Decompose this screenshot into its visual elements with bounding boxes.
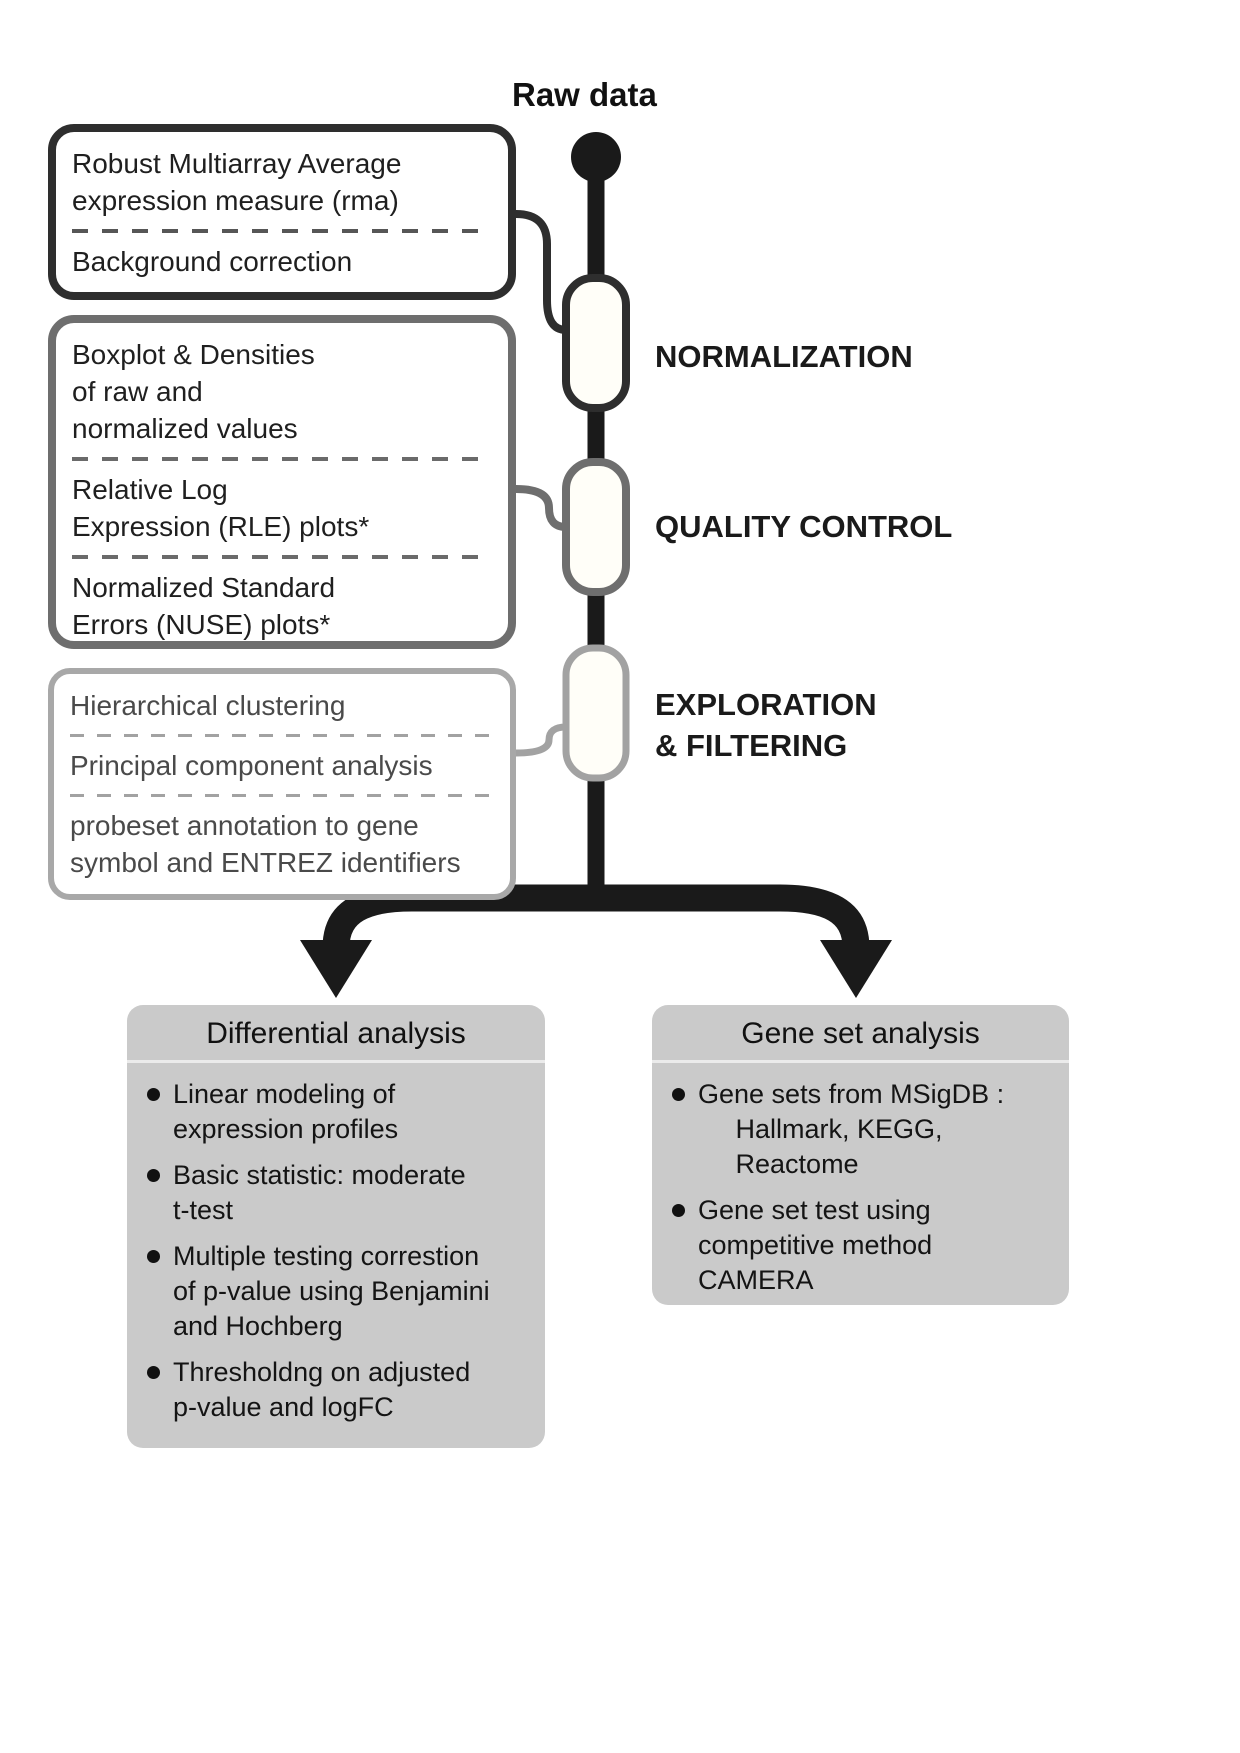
bullet-text: Gene set test using competitive method C… — [698, 1195, 933, 1295]
gene-set-analysis-box: Gene set analysis Gene sets from MSigDB … — [652, 1005, 1069, 1305]
bullet-text: Multiple testing correstion of p-value u… — [173, 1241, 490, 1341]
method-item: Relative Log Expression (RLE) plots* — [72, 474, 370, 542]
differential-analysis-box: Differential analysis Linear modeling of… — [127, 1005, 545, 1448]
method-item: Hierarchical clustering — [70, 690, 346, 721]
bullet-icon — [147, 1366, 160, 1379]
connector-normalization — [515, 210, 567, 334]
stage-label-exploration-filtering: EXPLORATION & FILTERING — [655, 687, 877, 763]
bullet-text: Gene sets from MSigDB : Hallmark, KEGG, … — [698, 1079, 1005, 1179]
method-item: Boxplot & Densities of raw and normalize… — [72, 339, 315, 444]
dashed-divider — [70, 794, 494, 797]
gene-set-analysis-list: Gene sets from MSigDB : Hallmark, KEGG, … — [652, 1063, 1069, 1298]
raw-data-label: Raw data — [512, 76, 657, 113]
bullet-text: Basic statistic: moderate t-test — [173, 1160, 466, 1225]
list-item: Linear modeling of expression profiles — [147, 1077, 531, 1147]
right-arrowhead-icon — [820, 940, 892, 998]
dashed-divider — [70, 734, 494, 737]
dashed-divider — [72, 457, 492, 461]
gene-set-analysis-title: Gene set analysis — [652, 1005, 1069, 1063]
left-arrowhead-icon — [300, 940, 372, 998]
differential-analysis-list: Linear modeling of expression profiles B… — [127, 1063, 545, 1425]
dashed-divider — [72, 555, 492, 559]
method-item: Background correction — [72, 246, 353, 277]
exploration-methods-box: Hierarchical clustering Principal compon… — [48, 668, 516, 900]
exploration-node — [562, 644, 630, 782]
normalization-methods-box: Robust Multiarray Average expression mea… — [48, 124, 516, 300]
list-item: Multiple testing correstion of p-value u… — [147, 1239, 531, 1344]
dashed-divider — [72, 229, 492, 233]
bullet-icon — [147, 1250, 160, 1263]
differential-analysis-title: Differential analysis — [127, 1005, 545, 1063]
bullet-icon — [672, 1204, 685, 1217]
method-item: Robust Multiarray Average expression mea… — [72, 148, 402, 216]
list-item: Gene sets from MSigDB : Hallmark, KEGG, … — [672, 1077, 1055, 1182]
stage-label-normalization: NORMALIZATION — [655, 339, 913, 374]
bullet-icon — [147, 1088, 160, 1101]
connector-exploration — [515, 723, 567, 757]
method-item: Normalized Standard Errors (NUSE) plots* — [72, 572, 336, 640]
branch-line — [322, 884, 870, 949]
stage-label-quality-control: QUALITY CONTROL — [655, 509, 953, 544]
quality-control-methods-box: Boxplot & Densities of raw and normalize… — [48, 315, 516, 649]
normalization-node — [562, 274, 630, 412]
method-item: Principal component analysis — [70, 750, 433, 781]
list-item: Basic statistic: moderate t-test — [147, 1158, 531, 1228]
bullet-text: Thresholdng on adjusted p-value and logF… — [173, 1357, 471, 1422]
raw-data-dot — [571, 132, 621, 182]
bullet-icon — [672, 1088, 685, 1101]
list-item: Thresholdng on adjusted p-value and logF… — [147, 1355, 531, 1425]
quality-control-node — [562, 458, 630, 596]
bullet-text: Linear modeling of expression profiles — [173, 1079, 399, 1144]
bullet-icon — [147, 1169, 160, 1182]
connector-quality-control — [515, 485, 567, 531]
method-item: probeset annotation to gene symbol and E… — [70, 810, 461, 878]
list-item: Gene set test using competitive method C… — [672, 1193, 1055, 1298]
